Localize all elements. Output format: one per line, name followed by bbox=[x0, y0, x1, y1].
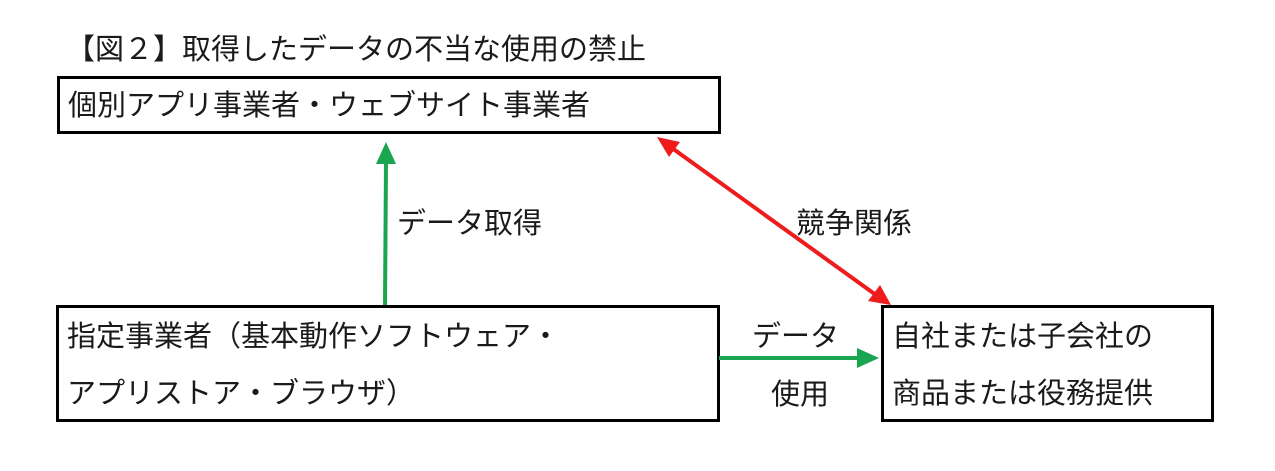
data-use-label-line1: データ bbox=[752, 319, 840, 353]
data-use-arrow-icon bbox=[719, 348, 879, 368]
box-text-line: 商品または役務提供 bbox=[892, 376, 1154, 410]
data-acquire-arrow-icon bbox=[376, 142, 396, 306]
box-text-line: 自社または子会社の bbox=[892, 319, 1154, 353]
own-products-services-box: 自社または子会社の 商品または役務提供 bbox=[881, 305, 1214, 422]
box-text-line: 個別アプリ事業者・ウェブサイト事業者 bbox=[68, 88, 591, 122]
box-text-line: アプリストア・ブラウザ） bbox=[67, 376, 416, 410]
data-acquire-label: データ取得 bbox=[397, 206, 543, 240]
competition-double-arrow-icon bbox=[657, 137, 891, 305]
figure-title: 【図２】取得したデータの不当な使用の禁止 bbox=[66, 32, 647, 66]
data-use-label-line2: 使用 bbox=[771, 377, 830, 411]
competition-label: 競争関係 bbox=[796, 206, 913, 240]
app-web-operators-box: 個別アプリ事業者・ウェブサイト事業者 bbox=[57, 76, 721, 134]
designated-operators-box: 指定事業者（基本動作ソフトウェア・ アプリストア・ブラウザ） bbox=[56, 305, 720, 422]
box-text-line: 指定事業者（基本動作ソフトウェア・ bbox=[67, 319, 561, 353]
